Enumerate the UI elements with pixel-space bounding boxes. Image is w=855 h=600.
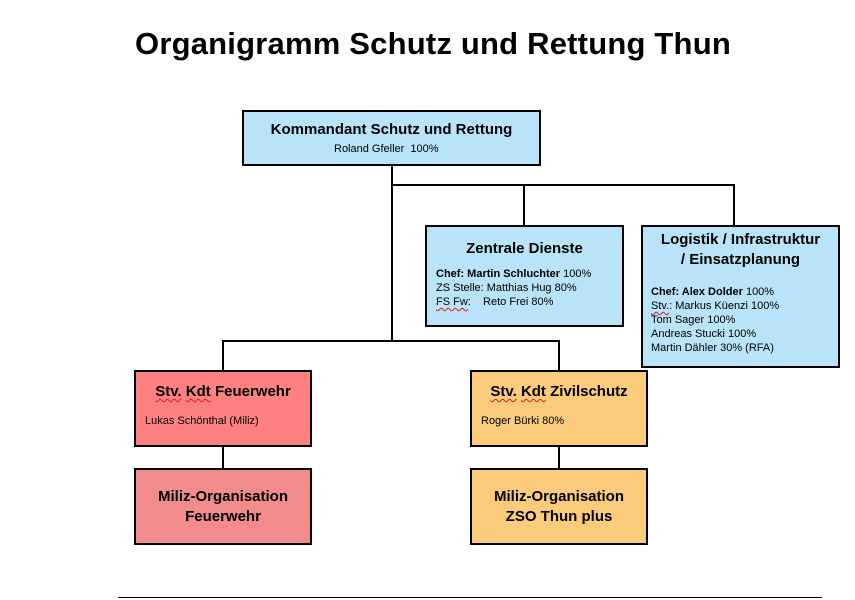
logistics-title-line1: Logistik / Infrastruktur <box>660 231 821 248</box>
central-services-zs: ZS Stelle: Matthias Hug 80% <box>436 282 577 294</box>
logistics-stv: Stv.: Markus Küenzi 100% <box>651 300 780 312</box>
footer-divider <box>118 597 822 598</box>
civil-militia-box: Miliz-Organisation ZSO Thun plus <box>470 468 648 545</box>
civil-deputy-title: Stv. Kdt Zivilschutz <box>490 383 628 400</box>
fire-militia-line1: Miliz-Organisation <box>157 488 288 505</box>
civil-deputy-person: Roger Bürki 80% <box>481 415 565 427</box>
logistics-member: Martin Dähler 30% (RFA) <box>651 342 774 354</box>
central-services-title: Zentrale Dienste <box>466 240 583 257</box>
central-services-box: Zentrale Dienste Chef: Martin Schluchter… <box>425 225 624 327</box>
civil-deputy-box: Stv. Kdt Zivilschutz Roger Bürki 80% <box>470 370 648 447</box>
fire-deputy-person: Lukas Schönthal (Miliz) <box>145 415 259 427</box>
fire-militia-line2: Feuerwehr <box>185 508 261 525</box>
logistics-member: Andreas Stucki 100% <box>651 328 757 340</box>
commander-title: Kommandant Schutz und Rettung <box>270 121 513 138</box>
fire-deputy-box: Stv. Kdt Feuerwehr Lukas Schönthal (Mili… <box>134 370 312 447</box>
logistics-box: Logistik / Infrastruktur / Einsatzplanun… <box>641 225 840 368</box>
logistics-title-line2: / Einsatzplanung <box>680 251 801 268</box>
central-services-fs: FS Fw: Reto Frei 80% <box>436 296 554 308</box>
commander-person: Roland Gfeller 100% <box>334 143 439 155</box>
chart-title: Organigramm Schutz und Rettung Thun <box>135 26 731 61</box>
commander-box: Kommandant Schutz und Rettung Roland Gfe… <box>242 110 541 166</box>
fire-deputy-title: Stv. Kdt Feuerwehr <box>155 383 291 400</box>
logistics-member: Tom Sager 100% <box>651 314 736 326</box>
central-services-chef: Chef: Martin Schluchter 100% <box>436 268 592 280</box>
logistics-chef: Chef: Alex Dolder 100% <box>651 286 775 298</box>
civil-militia-line1: Miliz-Organisation <box>493 488 624 505</box>
civil-militia-line2: ZSO Thun plus <box>505 508 613 525</box>
fire-militia-box: Miliz-Organisation Feuerwehr <box>134 468 312 545</box>
